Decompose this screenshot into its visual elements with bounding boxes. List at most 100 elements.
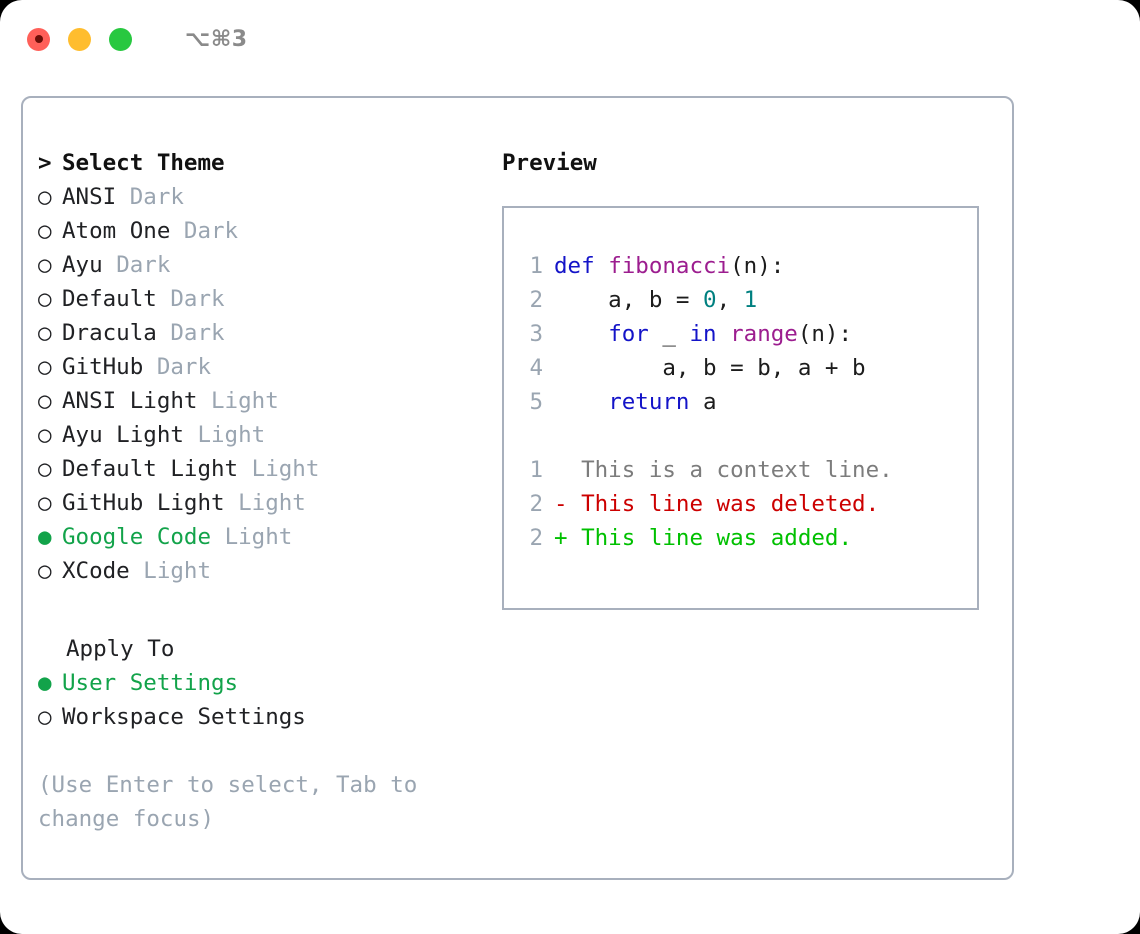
radio-unselected-icon: ○ <box>38 252 52 278</box>
theme-item-variant: Dark <box>183 218 239 244</box>
theme-item-label: ANSI <box>62 184 117 210</box>
theme-item-github-light[interactable]: ○ GitHub Light Light <box>38 486 478 520</box>
theme-item-label: Atom One <box>62 218 171 244</box>
preview-title: Preview <box>502 150 597 176</box>
diff-line-add: 2 + This line was added. <box>517 521 893 555</box>
title-bar: ⌥⌘3 <box>0 0 1140 78</box>
theme-item-variant: Dark <box>156 354 212 380</box>
code-token-plain <box>554 389 608 415</box>
theme-item-default[interactable]: ○Default Dark <box>38 282 478 316</box>
select-theme-header: > Select Theme <box>38 146 478 180</box>
line-number: 4 <box>529 355 543 381</box>
code-token-num: 1 <box>743 287 758 313</box>
radio-unselected-icon: ○ <box>38 422 52 448</box>
code-token-kw: for <box>608 321 649 347</box>
code-line: 2 a, b = 0, 1 <box>517 283 893 317</box>
line-number: 1 <box>529 253 543 279</box>
diff-text: This line was deleted. <box>581 491 880 517</box>
diff-sign-gap <box>568 525 582 551</box>
theme-item-label: Ayu Light <box>62 422 184 448</box>
code-token-plain: a, b = <box>554 287 704 313</box>
radio-unselected-icon: ○ <box>38 388 52 414</box>
theme-item-variant: Dark <box>129 184 184 210</box>
code-token-plain: , <box>716 287 744 313</box>
theme-item-github[interactable]: ○ GitHub Dark <box>38 350 478 384</box>
radio-unselected-icon: ○ <box>38 218 52 244</box>
theme-item-variant: Light <box>238 490 306 516</box>
theme-item-variant: Light <box>197 422 266 448</box>
radio-unselected-icon: ○ <box>38 558 52 584</box>
minimize-button[interactable] <box>68 27 91 51</box>
radio-unselected-icon: ○ <box>38 184 52 210</box>
theme-item-label: Dracula <box>62 320 157 346</box>
line-number: 3 <box>529 321 543 347</box>
theme-item-variant: Light <box>211 388 279 414</box>
theme-item-google-code[interactable]: ●Google Code Light <box>38 520 478 554</box>
theme-item-label: XCode <box>62 558 130 584</box>
theme-selector-column: >Select Theme ○ANSI Dark○Atom One Dark○A… <box>38 146 478 836</box>
code-token-fn: fibonacci <box>608 253 731 279</box>
theme-item-label: GitHub <box>62 354 144 380</box>
main-panel: >Select Theme ○ANSI Dark○Atom One Dark○A… <box>21 96 1014 880</box>
close-button[interactable] <box>27 27 50 51</box>
code-token-plain <box>554 321 608 347</box>
theme-item-variant: Light <box>143 558 212 584</box>
code-token-plain: a, b = b, a + b <box>554 355 866 381</box>
theme-list: ○ ANSI Dark ○ Atom One Dark ○ Ayu Dark ○Defaul… <box>38 180 478 588</box>
code-token-kw: def <box>554 253 609 279</box>
diff-sign <box>554 457 568 483</box>
maximize-button[interactable] <box>109 27 132 51</box>
theme-item-label: GitHub Light <box>62 490 225 516</box>
radio-unselected-icon: ○ <box>38 354 52 380</box>
code-token-plain: _ <box>648 321 690 347</box>
line-number: 2 <box>529 491 543 517</box>
code-token-num: 0 <box>703 287 717 313</box>
radio-unselected-icon: ○ <box>38 490 52 516</box>
theme-item-atom-one[interactable]: ○ Atom One Dark <box>38 214 478 248</box>
code-line: 1 def fibonacci(n): <box>517 249 893 283</box>
theme-item-ayu-light[interactable]: ○ Ayu Light Light <box>38 418 478 452</box>
diff-sign: + <box>554 525 568 551</box>
code-token-plain: (n): <box>797 321 853 347</box>
code-line: 4 a, b = b, a + b <box>517 351 893 385</box>
diff-text: This line was added. <box>581 525 853 551</box>
line-number: 2 <box>529 525 543 551</box>
diff-sign-gap <box>568 457 582 483</box>
theme-item-variant: Light <box>251 456 320 482</box>
apply-to-item-workspace-settings[interactable]: ○Workspace Settings <box>38 700 478 734</box>
apply-to-list: ●User Settings○Workspace Settings <box>38 666 478 734</box>
code-token-plain <box>717 321 731 347</box>
theme-item-default-light[interactable]: ○Default Light Light <box>38 452 478 486</box>
radio-unselected-icon: ○ <box>38 456 52 482</box>
code-blank-line <box>517 419 893 453</box>
theme-item-ansi-light[interactable]: ○ANSI Light Light <box>38 384 478 418</box>
diff-line-ctx: 1 This is a context line. <box>517 453 893 487</box>
apply-to-item-label: Workspace Settings <box>62 704 306 730</box>
diff-sign: - <box>554 491 568 517</box>
select-theme-title: Select Theme <box>62 150 225 176</box>
theme-item-label: Google Code <box>62 524 212 550</box>
diff-sign-gap <box>568 491 582 517</box>
theme-item-label: Ayu <box>62 252 103 278</box>
caret-icon: > <box>38 150 52 176</box>
diff-text: This is a context line. <box>581 457 893 483</box>
theme-item-dracula[interactable]: ○Dracula Dark <box>38 316 478 350</box>
window-controls <box>27 27 132 51</box>
theme-item-xcode[interactable]: ○ XCode Light <box>38 554 478 588</box>
theme-item-ayu[interactable]: ○Ayu Dark <box>38 248 478 282</box>
theme-item-ansi[interactable]: ○ ANSI Dark <box>38 180 478 214</box>
code-token-kw: return <box>608 389 690 415</box>
radio-selected-icon: ● <box>38 670 52 696</box>
theme-item-variant: Light <box>224 524 293 550</box>
code-token-fn: range <box>730 321 798 347</box>
code-token-plain: (n): <box>730 253 785 279</box>
apply-to-item-user-settings[interactable]: ●User Settings <box>38 666 478 700</box>
keyboard-shortcut-label: ⌥⌘3 <box>185 26 248 52</box>
code-line: 5 return a <box>517 385 893 419</box>
apply-to-header: Apply To <box>66 636 175 662</box>
radio-unselected-icon: ○ <box>38 320 52 346</box>
